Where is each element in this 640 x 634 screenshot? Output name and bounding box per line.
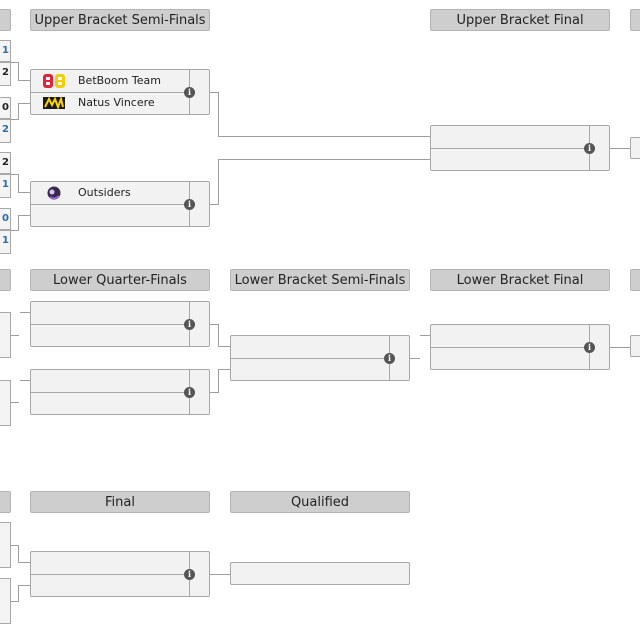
- match-slot-empty[interactable]: Outsiders: [31, 182, 189, 204]
- match-upper-final[interactable]: i: [430, 125, 610, 171]
- info-icon[interactable]: i: [184, 387, 195, 398]
- prev-score-6: 1: [0, 174, 11, 198]
- match-grand-final-partial[interactable]: [630, 137, 640, 159]
- outsiders-logo-icon: [47, 186, 61, 200]
- prev-score-4: 2: [0, 119, 11, 143]
- match-final[interactable]: i: [30, 551, 210, 597]
- match-lower-qf-1[interactable]: i: [30, 301, 210, 347]
- prev-score-5: 2: [0, 152, 11, 174]
- match-slot-empty[interactable]: [31, 204, 189, 226]
- match-upper-semi-1[interactable]: BetBoom Team Natus Vincere i: [30, 69, 210, 115]
- prev-score-8: 1: [0, 230, 11, 254]
- qualified-slot: [230, 562, 410, 585]
- header-lower-quarter-finals: Lower Quarter-Finals: [30, 269, 210, 291]
- prev-score-3: 0: [0, 97, 11, 119]
- header-prev-round-final: [0, 491, 11, 513]
- header-lower-final: Lower Bracket Final: [430, 269, 610, 291]
- header-next-round-lower: [630, 269, 640, 291]
- prev-score-7: 0: [0, 208, 11, 230]
- info-icon[interactable]: i: [584, 342, 595, 353]
- match-next-lower-partial[interactable]: [630, 335, 640, 357]
- header-prev-round-upper: [0, 9, 11, 31]
- match-slot-navi[interactable]: Natus Vincere: [31, 92, 189, 114]
- header-prev-round-lower: [0, 269, 11, 291]
- header-upper-semi-finals: Upper Bracket Semi-Finals: [30, 9, 210, 31]
- team-name-outsiders: Outsiders: [78, 186, 131, 199]
- team-name-navi: Natus Vincere: [78, 96, 155, 109]
- info-icon[interactable]: i: [184, 87, 195, 98]
- match-upper-semi-2[interactable]: Outsiders i: [30, 181, 210, 227]
- info-icon[interactable]: i: [584, 143, 595, 154]
- info-icon[interactable]: i: [384, 353, 395, 364]
- prev-lower-match-2: [0, 380, 11, 426]
- match-slot-betboom[interactable]: BetBoom Team: [31, 70, 189, 92]
- header-qualified: Qualified: [230, 491, 410, 513]
- header-next-round-upper: [630, 9, 640, 31]
- team-name-betboom: BetBoom Team: [78, 74, 161, 87]
- info-icon[interactable]: i: [184, 319, 195, 330]
- info-icon[interactable]: i: [184, 569, 195, 580]
- info-icon[interactable]: i: [184, 199, 195, 210]
- prev-final-match-1: [0, 522, 11, 568]
- header-upper-final: Upper Bracket Final: [430, 9, 610, 31]
- prev-final-match-2: [0, 578, 11, 624]
- match-lower-final[interactable]: i: [430, 324, 610, 370]
- header-final: Final: [30, 491, 210, 513]
- match-lower-semi[interactable]: i: [230, 335, 410, 381]
- betboom-logo-icon: [43, 74, 65, 88]
- prev-score-1: 1: [0, 40, 11, 62]
- prev-score-2: 2: [0, 62, 11, 86]
- match-lower-qf-2[interactable]: i: [30, 369, 210, 415]
- prev-lower-match-1: [0, 312, 11, 358]
- natus-vincere-logo-icon: [43, 95, 65, 110]
- header-lower-semi-finals: Lower Bracket Semi-Finals: [230, 269, 410, 291]
